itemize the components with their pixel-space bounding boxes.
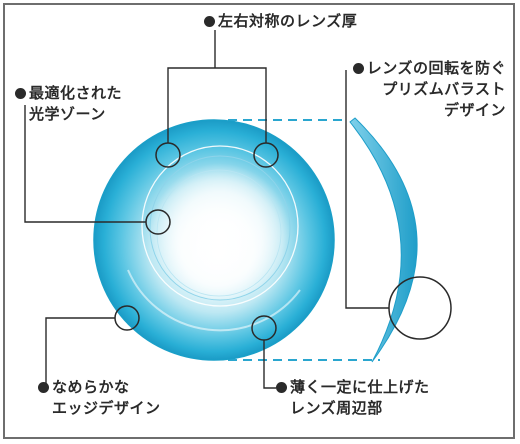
leader-line-top — [167, 67, 267, 143]
leader-line-optical — [24, 105, 146, 223]
label-smooth-edge: なめらかな エッジデザイン — [38, 377, 161, 419]
label-thin-periphery: 薄く一定に仕上げた レンズ周辺部 — [276, 377, 430, 419]
leader-line-prism — [345, 70, 389, 309]
bullet-dot — [204, 16, 215, 27]
label-symmetric-thickness: 左右対称のレンズ厚 — [204, 11, 357, 32]
bullet-dot — [276, 382, 287, 393]
leader-line-thin — [263, 340, 276, 389]
label-optical-zone: 最適化された 光学ゾーン — [15, 83, 122, 125]
lens-side-profile — [349, 117, 418, 363]
label-prism-ballast: レンズの回転を防ぐ プリズムバラスト デザイン — [330, 58, 506, 121]
lens-front-view — [93, 119, 335, 361]
leader-line-edge — [45, 317, 115, 387]
bullet-dot — [15, 88, 26, 99]
bullet-dot — [38, 382, 49, 393]
bullet-dot — [352, 63, 364, 74]
